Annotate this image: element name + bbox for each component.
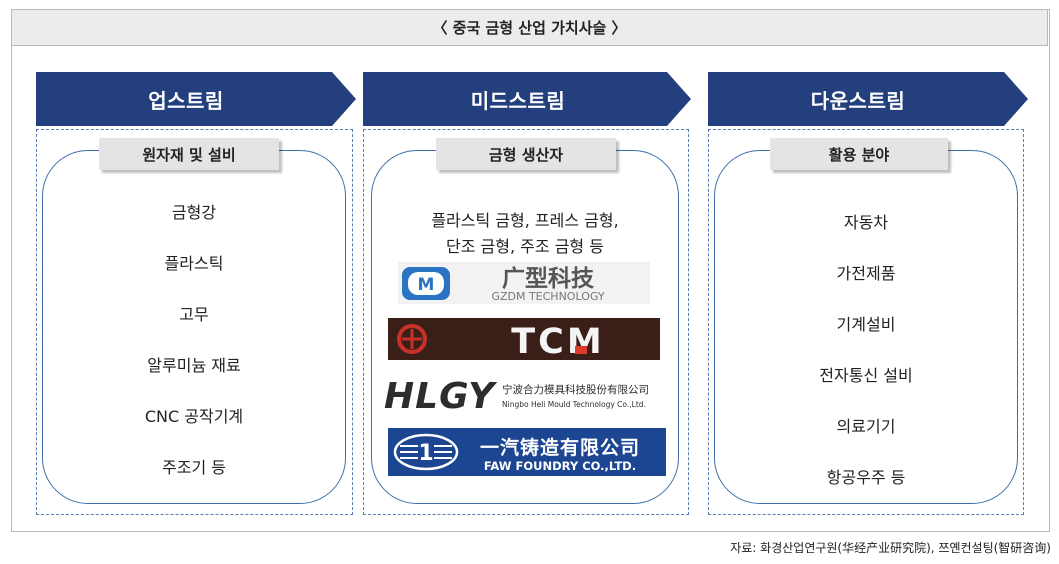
- upstream-panel: 금형강 플라스틱 고무 알루미늄 재료 CNC 공작기계 주조기 등: [42, 150, 346, 504]
- downstream-item: 항공우주 등: [826, 468, 906, 487]
- midstream-header: 미드스트림: [470, 88, 566, 113]
- downstream-item: 의료기기: [836, 417, 896, 436]
- downstream-item: 전자통신 설비: [819, 366, 913, 385]
- gzdm-cn-text: 广型科技: [502, 265, 595, 292]
- upstream-tag: 원자재 및 설비: [99, 138, 279, 170]
- hlgy-en-text: Ningbo Heli Mould Technology Co.,Ltd.: [502, 400, 646, 409]
- midstream-tag: 금형 생산자: [436, 138, 616, 170]
- downstream-arrow-shape: [708, 72, 1028, 126]
- downstream-tag: 활용 분야: [770, 138, 948, 170]
- downstream-arrow: 다운스트림: [708, 72, 1028, 126]
- gzdm-mark-text: M: [418, 275, 435, 295]
- gzdm-logo: M 广型科技 GZDM TECHNOLOGY: [398, 262, 650, 304]
- tcm-logo: TCM: [388, 318, 660, 362]
- upstream-arrow-shape: [36, 72, 356, 126]
- hlgy-logo-graphic: HLGY 宁波合力模具科技股份有限公司 Ningbo Heli Mould Te…: [384, 376, 649, 417]
- tcm-logo-graphic: TCM: [397, 322, 604, 362]
- downstream-item: 자동차: [843, 213, 889, 232]
- faw-logo-graphic: 1 一汽铸造有限公司 FAW FOUNDRY CO.,LTD.: [393, 433, 640, 473]
- hlgy-cn-text: 宁波合力模具科技股份有限公司: [502, 383, 649, 396]
- downstream-item: 가전제품: [836, 264, 896, 283]
- upstream-item: 알루미늄 재료: [147, 356, 241, 375]
- midstream-arrow-shape: [363, 72, 691, 126]
- upstream-item: 주조기 등: [162, 458, 226, 477]
- hlgy-logo: HLGY 宁波合力模具科技股份有限公司 Ningbo Heli Mould Te…: [384, 374, 664, 417]
- downstream-panel: 자동차 가전제품 기계설비 전자통신 설비 의료기기 항공우주 등: [714, 150, 1018, 504]
- midstream-dashed-box: [363, 129, 689, 515]
- faw-mark-text: 1: [418, 441, 433, 466]
- tcm-text: TCM: [511, 322, 604, 360]
- upstream-dashed-box: [36, 129, 353, 515]
- midstream-arrow: 미드스트림: [363, 72, 691, 126]
- midstream-desc-line2: 단조 금형, 주조 금형 등: [446, 237, 604, 256]
- diagram-title: 〈 중국 금형 산업 가치사슬 〉: [11, 9, 1048, 46]
- downstream-item: 기계설비: [836, 315, 896, 334]
- gzdm-logo-graphic: M 广型科技 GZDM TECHNOLOGY: [402, 265, 605, 303]
- downstream-dashed-box: [708, 129, 1024, 515]
- faw-cn-text: 一汽铸造有限公司: [480, 436, 640, 459]
- upstream-item: 고무: [179, 305, 209, 324]
- faw-en-text: FAW FOUNDRY CO.,LTD.: [484, 459, 636, 473]
- faw-logo: 1 一汽铸造有限公司 FAW FOUNDRY CO.,LTD.: [388, 428, 666, 476]
- hlgy-text: HLGY: [384, 376, 498, 414]
- upstream-item: 금형강: [171, 203, 217, 222]
- upstream-item: 플라스틱: [164, 254, 224, 273]
- upstream-arrow: 업스트림: [36, 72, 356, 126]
- source-note: 자료: 화경산업연구원(华经产业研究院), 쯔옌컨설팅(智研咨询): [730, 541, 1051, 555]
- upstream-item: CNC 공작기계: [144, 407, 244, 426]
- midstream-desc-line1: 플라스틱 금형, 프레스 금형,: [431, 211, 619, 230]
- upstream-header: 업스트림: [148, 88, 224, 113]
- gzdm-en-text: GZDM TECHNOLOGY: [491, 290, 604, 303]
- downstream-header: 다운스트림: [810, 88, 906, 113]
